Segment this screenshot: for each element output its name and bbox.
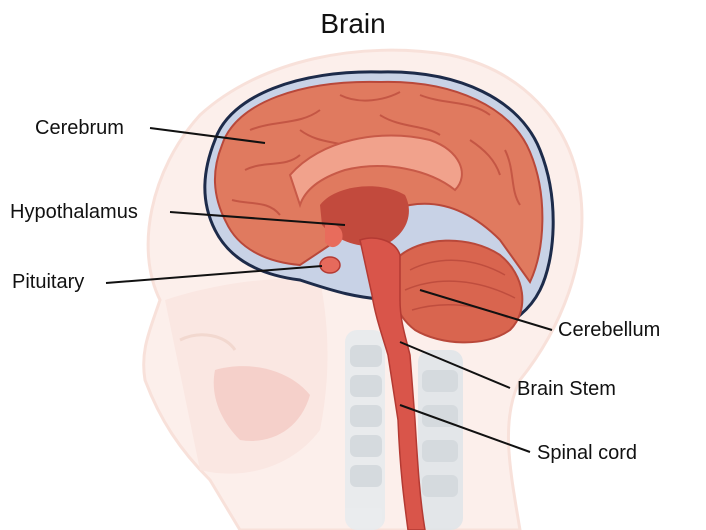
- label-spinal-cord: Spinal cord: [537, 442, 638, 464]
- label-pituitary: Pituitary: [12, 271, 85, 293]
- cerebellum-leader: [419, 289, 553, 331]
- hypothalamus-leader: [169, 211, 346, 226]
- label-cerebellum: Cerebellum: [558, 319, 661, 341]
- diagram-title: Brain: [320, 8, 386, 39]
- pituitary-leader: [105, 265, 323, 284]
- leader-lines: [105, 127, 553, 453]
- cerebrum-leader: [149, 127, 266, 144]
- hypothalamus-shape: [325, 224, 343, 248]
- spinal-cord-leader: [399, 404, 531, 453]
- cerebrum-shape: [214, 80, 544, 284]
- label-brain-stem: Brain Stem: [517, 378, 616, 400]
- label-hypothalamus: Hypothalamus: [10, 201, 138, 223]
- pituitary-shape: [319, 256, 341, 274]
- thalamus-shape: [320, 186, 409, 247]
- spine-column: [345, 330, 463, 530]
- brain-stem-shape: [359, 237, 426, 530]
- corpus-callosum: [288, 134, 463, 209]
- label-cerebrum: Cerebrum: [35, 117, 124, 139]
- cerebellum-shape: [390, 239, 524, 344]
- brain-stem-leader: [399, 341, 511, 389]
- cerebrum-gyri: [231, 91, 521, 216]
